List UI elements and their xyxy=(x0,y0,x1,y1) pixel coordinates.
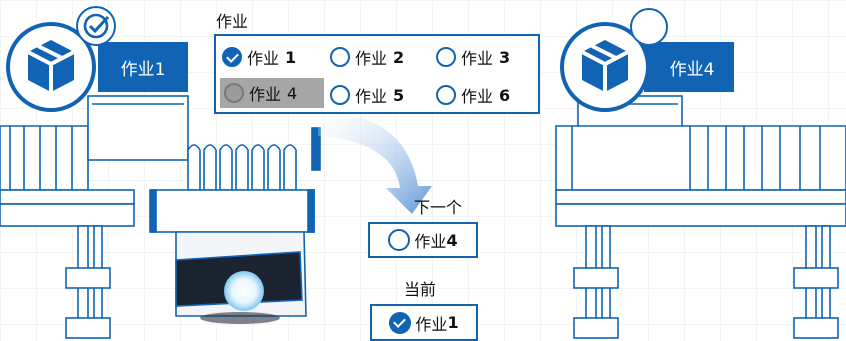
radio-disabled-icon xyxy=(224,83,244,103)
radio-icon xyxy=(436,47,456,67)
job-option-label: 作业 xyxy=(461,87,494,106)
job-option-4: 作业 4 xyxy=(220,78,324,108)
left-box-icon xyxy=(6,22,96,112)
radio-checked-icon xyxy=(389,311,412,334)
job-option-num: 2 xyxy=(393,47,405,67)
left-check-icon xyxy=(76,6,116,46)
current-job-num: 1 xyxy=(447,313,459,332)
job-option-num: 1 xyxy=(285,47,297,67)
right-conveyor xyxy=(555,95,846,339)
right-job-tab xyxy=(644,42,734,92)
job-option-num: 6 xyxy=(499,85,511,105)
job-option-label: 作业 xyxy=(461,49,494,68)
next-title: 下一个 xyxy=(414,198,463,217)
job-option-label: 作业 xyxy=(249,85,282,104)
next-job-num: 4 xyxy=(446,230,458,250)
left-job-label: 作业1 xyxy=(120,59,166,80)
job-option-num: 5 xyxy=(393,85,405,105)
job-option-2[interactable]: 作业 2 xyxy=(330,42,404,72)
right-empty-circle-icon xyxy=(630,8,668,46)
job-option-5[interactable]: 作业 5 xyxy=(330,80,404,110)
radio-icon xyxy=(388,229,411,251)
job-option-num: 3 xyxy=(499,47,511,67)
radio-icon xyxy=(330,85,350,105)
robot xyxy=(149,127,321,324)
current-job-label: 作业 xyxy=(415,314,448,334)
job-option-num: 4 xyxy=(287,83,298,103)
job-option-label: 作业 xyxy=(247,49,280,68)
job-option-3[interactable]: 作业 3 xyxy=(436,42,510,72)
job-option-label: 作业 xyxy=(355,87,388,106)
next-arrow xyxy=(318,112,432,214)
right-job-label: 作业4 xyxy=(669,59,715,80)
job-panel-title: 作业 xyxy=(216,12,249,31)
job-option-label: 作业 xyxy=(355,49,388,68)
radio-icon xyxy=(330,47,350,67)
left-job-tab xyxy=(98,42,188,92)
next-job-label: 作业 xyxy=(414,232,447,251)
current-title: 当前 xyxy=(404,280,437,299)
job-option-1[interactable]: 作业 1 xyxy=(222,42,296,72)
radio-checked-icon xyxy=(222,47,242,67)
job-option-6[interactable]: 作业 6 xyxy=(436,80,510,110)
left-conveyor xyxy=(0,95,189,339)
radio-icon xyxy=(436,85,456,105)
